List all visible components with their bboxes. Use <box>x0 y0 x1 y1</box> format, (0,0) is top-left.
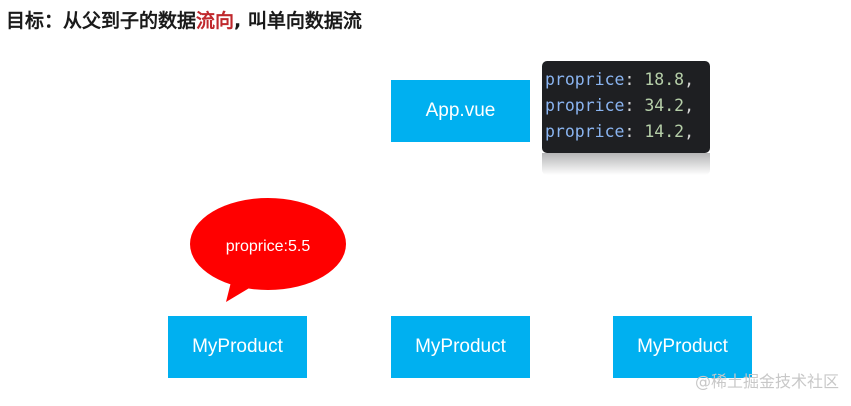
code-value: 34.2 <box>644 96 685 115</box>
code-snippet-panel: proprice: 18.8, proprice: 34.2, proprice… <box>542 61 710 153</box>
myproduct-node-2: MyProduct <box>391 316 530 378</box>
title-highlight: 流向 <box>196 10 235 32</box>
code-line: proprice: 14.2, <box>545 119 710 145</box>
code-key: proprice <box>545 122 625 141</box>
myproduct-node-3: MyProduct <box>613 316 752 378</box>
title-suffix: , 叫单向数据流 <box>234 10 362 32</box>
code-end: , <box>684 96 695 115</box>
code-line: proprice: 34.2, <box>545 93 710 119</box>
code-key: proprice <box>545 70 625 89</box>
speech-bubble-text: proprice:5.5 <box>225 238 311 255</box>
myproduct-label: MyProduct <box>415 336 506 357</box>
code-key: proprice <box>545 96 625 115</box>
app-vue-label: App.vue <box>425 100 496 121</box>
code-end: , <box>684 122 695 141</box>
code-value: 14.2 <box>644 122 685 141</box>
myproduct-label: MyProduct <box>637 336 728 357</box>
code-value: 18.8 <box>644 70 685 89</box>
page-title: 目标：从父到子的数据流向, 叫单向数据流 <box>6 6 362 33</box>
code-sep: : <box>624 70 645 89</box>
code-sep: : <box>624 122 645 141</box>
code-line: proprice: 18.8, <box>545 67 710 93</box>
code-sep: : <box>624 96 645 115</box>
app-vue-node: App.vue <box>391 80 530 142</box>
watermark: @稀土掘金技术社区 <box>694 372 839 391</box>
myproduct-node-1: MyProduct <box>168 316 307 378</box>
myproduct-label: MyProduct <box>192 336 283 357</box>
code-panel-reflection <box>542 153 710 175</box>
title-prefix: 目标：从父到子的数据 <box>6 10 197 32</box>
speech-bubble-shape <box>190 198 346 302</box>
code-end: , <box>684 70 695 89</box>
